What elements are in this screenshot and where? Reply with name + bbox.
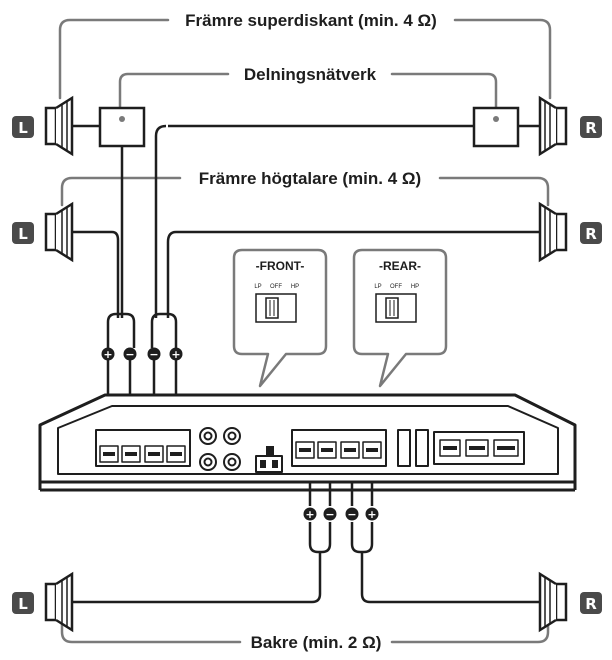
svg-text:−: − — [325, 508, 334, 521]
svg-text:L: L — [18, 119, 28, 137]
rear-label: Bakre (min. 2 Ω) — [251, 633, 382, 652]
polarity-marker: + — [365, 507, 379, 521]
svg-text:L: L — [18, 225, 28, 243]
svg-text:+: + — [171, 348, 180, 361]
channel-badge-right: R — [580, 116, 602, 138]
svg-text:LP: LP — [374, 284, 381, 290]
front-switch-callout: -FRONT- LP OFF HP — [232, 248, 328, 388]
polarity-marker: − — [345, 507, 359, 521]
crossover-bracket-left — [118, 72, 230, 114]
rear-bracket-right — [390, 616, 550, 644]
svg-text:R: R — [585, 225, 597, 243]
svg-text:R: R — [585, 595, 597, 613]
crossover-label: Delningsnätverk — [244, 65, 377, 84]
svg-text:+: + — [305, 508, 314, 521]
svg-text:+: + — [103, 348, 112, 361]
front-switch-title: -FRONT- — [256, 259, 305, 273]
speaker-icon — [538, 95, 568, 157]
speaker-icon — [44, 571, 74, 633]
polarity-marker: − — [123, 347, 137, 361]
svg-text:−: − — [149, 348, 158, 361]
speaker-icon — [538, 201, 568, 263]
power-terminal-block — [433, 431, 525, 465]
channel-badge-left: L — [12, 116, 34, 138]
channel-badge-right: R — [580, 222, 602, 244]
svg-text:OFF: OFF — [390, 284, 402, 290]
rear-switch-title: -REAR- — [379, 259, 421, 273]
speaker-bracket-left — [60, 176, 182, 207]
svg-text:−: − — [347, 508, 356, 521]
front-tweeter-label: Främre superdiskant (min. 4 Ω) — [185, 11, 437, 30]
channel-badge-left: L — [12, 592, 34, 614]
polarity-marker: + — [303, 507, 317, 521]
speaker-bracket-right — [438, 176, 550, 207]
channel-badge-right: R — [580, 592, 602, 614]
crossover-bracket-right — [390, 72, 498, 114]
svg-text:OFF: OFF — [270, 284, 282, 290]
polarity-marker: − — [147, 347, 161, 361]
svg-text:HP: HP — [291, 284, 299, 290]
front-terminal-block — [95, 429, 191, 467]
svg-text:L: L — [18, 595, 28, 613]
polarity-marker: − — [323, 507, 337, 521]
tweeter-bracket-right — [453, 18, 552, 100]
rear-terminal-block — [291, 429, 387, 467]
svg-text:−: − — [125, 348, 134, 361]
svg-text:R: R — [585, 119, 597, 137]
rear-bracket-left — [60, 616, 242, 644]
speaker-icon — [538, 571, 568, 633]
crossover-right — [472, 106, 520, 148]
svg-text:+: + — [367, 508, 376, 521]
svg-text:HP: HP — [411, 284, 419, 290]
polarity-marker: + — [101, 347, 115, 361]
amplifier — [38, 393, 577, 492]
remote-connector — [255, 446, 283, 473]
channel-badge-left: L — [12, 222, 34, 244]
speaker-icon — [44, 95, 74, 157]
svg-text:LP: LP — [254, 284, 261, 290]
rear-switch-callout: -REAR- LP OFF HP — [352, 248, 448, 388]
crossover-left — [98, 106, 146, 148]
polarity-marker: + — [169, 347, 183, 361]
rca-input-jacks — [199, 427, 241, 471]
speaker-icon — [44, 201, 74, 263]
fuse-holders — [397, 429, 429, 467]
front-speaker-label: Främre högtalare (min. 4 Ω) — [199, 169, 421, 188]
tweeter-bracket-left — [58, 18, 170, 100]
